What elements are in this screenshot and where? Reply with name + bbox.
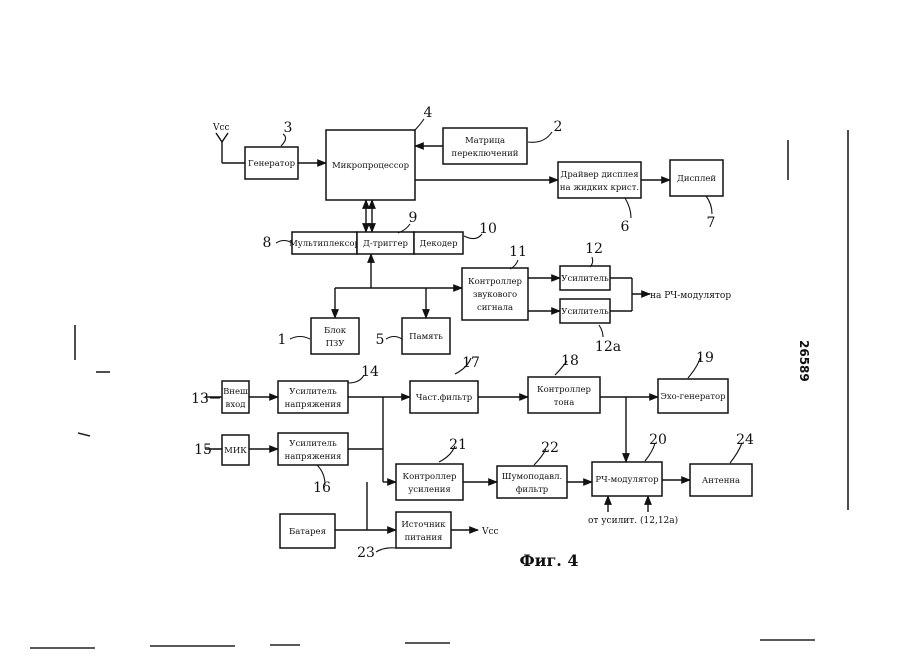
block-rom-label-2: ПЗУ [326, 339, 346, 349]
block-amplifier-12a: Усилитель [560, 299, 610, 323]
block-multiplexer-label: Мультиплексор [289, 239, 360, 249]
block-mic-label: МИК [224, 446, 247, 456]
vcc-antenna-icon [216, 133, 228, 142]
ref-22: 22 [541, 440, 559, 456]
block-noise-filter: Шумоподавл. фильтр [497, 466, 567, 498]
vcc-input-label: Vcc [212, 123, 230, 133]
ref-10: 10 [479, 221, 497, 237]
block-mic: МИК [222, 435, 249, 465]
block-sound-controller-label-1: Контроллер [468, 277, 522, 287]
block-rom-label-1: Блок [324, 326, 347, 336]
block-switch-matrix: Матрица переключений [443, 128, 527, 164]
block-antenna: Антенна [690, 464, 752, 496]
block-d-trigger: Д-триггер [357, 232, 414, 254]
block-noise-filter-label-2: фильтр [516, 485, 549, 495]
block-external-input-label-1: Внеш [223, 387, 248, 397]
to-rf-modulator-label: на РЧ-модулятор [650, 291, 731, 301]
ref-15: 15 [194, 442, 212, 458]
block-echo-generator-label: Эхо-генератор [660, 392, 726, 402]
block-power-supply-label-1: Источник [401, 520, 446, 530]
block-generator: Генератор [245, 147, 298, 179]
block-freq-filter-label: Част.фильтр [416, 393, 473, 403]
block-lcd-driver-label-1: Драйвер дисплея [560, 170, 638, 180]
block-multiplexer: Мультиплексор [289, 232, 360, 254]
block-gain-controller-label-2: усиления [408, 485, 451, 495]
ref-19: 19 [696, 350, 714, 366]
block-battery: Батарея [280, 514, 335, 548]
ref-13: 13 [191, 391, 209, 407]
block-voltage-amp-14: Усилитель напряжения [278, 381, 348, 413]
block-power-supply-label-2: питания [405, 533, 443, 543]
block-freq-filter: Част.фильтр [410, 381, 478, 413]
block-switch-matrix-label-1: Матрица [465, 136, 505, 146]
block-voltage-amp-16: Усилитель напряжения [278, 433, 348, 465]
block-sound-controller-label-2: звукового [473, 290, 517, 300]
block-display-label: Дисплей [677, 174, 716, 184]
block-power-supply: Источник питания [396, 512, 451, 548]
ref-14: 14 [361, 364, 379, 380]
ref-8: 8 [263, 235, 272, 251]
block-gain-controller-label-1: Контроллер [403, 472, 457, 482]
ref-3: 3 [284, 120, 293, 136]
block-memory-label: Память [409, 332, 443, 342]
block-microprocessor: Микропроцессор [326, 130, 415, 200]
block-tone-controller-label-1: Контроллер [537, 385, 591, 395]
ref-20: 20 [649, 432, 667, 448]
vcc-output-label: Vcc [481, 527, 499, 537]
ref-12: 12 [585, 241, 603, 257]
ref-12a: 12а [595, 339, 621, 355]
block-generator-label: Генератор [248, 159, 296, 169]
document-number: 26589 [797, 340, 811, 382]
ref-23: 23 [357, 545, 375, 561]
ref-6: 6 [621, 219, 630, 235]
block-voltage-amp-16-label-2: напряжения [285, 452, 342, 462]
block-sound-controller: Контроллер звукового сигнала [462, 268, 528, 320]
ref-16: 16 [313, 480, 331, 496]
ref-18: 18 [561, 353, 579, 369]
ref-2: 2 [554, 119, 563, 135]
block-lcd-driver: Драйвер дисплея на жидких крист. [558, 162, 641, 198]
ref-11: 11 [509, 244, 527, 260]
block-d-trigger-label: Д-триггер [363, 239, 409, 249]
block-switch-matrix-label-2: переключений [452, 149, 519, 159]
ref-24: 24 [736, 432, 754, 448]
block-rom: Блок ПЗУ [311, 318, 359, 354]
block-rf-modulator-label: РЧ-модулятор [595, 475, 659, 485]
from-amplifiers-label: от усилит. (12,12а) [588, 515, 678, 526]
block-voltage-amp-14-label-1: Усилитель [289, 387, 337, 397]
block-noise-filter-label-1: Шумоподавл. [502, 472, 562, 482]
block-tone-controller-label-2: тона [554, 398, 575, 408]
block-decoder: Декодер [414, 232, 463, 254]
ref-21: 21 [449, 437, 467, 453]
block-decoder-label: Декодер [419, 239, 458, 249]
ref-1: 1 [278, 332, 287, 348]
block-display: Дисплей [670, 160, 723, 196]
block-tone-controller: Контроллер тона [528, 377, 600, 413]
block-microprocessor-label: Микропроцессор [332, 161, 410, 171]
block-rf-modulator: РЧ-модулятор [592, 462, 662, 496]
block-amplifier-12a-label: Усилитель [561, 307, 609, 317]
ref-4: 4 [424, 105, 433, 121]
block-gain-controller: Контроллер усиления [396, 464, 463, 500]
block-amplifier-12: Усилитель [560, 266, 610, 290]
block-lcd-driver-label-2: на жидких крист. [560, 183, 639, 193]
block-memory: Память [402, 318, 450, 354]
block-voltage-amp-14-label-2: напряжения [285, 400, 342, 410]
block-external-input: Внеш вход [222, 381, 249, 413]
ref-5: 5 [376, 332, 385, 348]
ref-17: 17 [462, 355, 480, 371]
block-voltage-amp-16-label-1: Усилитель [289, 439, 337, 449]
block-antenna-label: Антенна [702, 476, 740, 486]
block-echo-generator: Эхо-генератор [658, 379, 728, 413]
block-external-input-label-2: вход [226, 400, 246, 410]
block-sound-controller-label-3: сигнала [477, 303, 513, 313]
ref-9: 9 [409, 210, 418, 226]
block-battery-label: Батарея [289, 527, 326, 537]
figure-caption: Фиг. 4 [519, 551, 578, 570]
ref-7: 7 [707, 215, 716, 231]
block-amplifier-12-label: Усилитель [561, 274, 609, 284]
